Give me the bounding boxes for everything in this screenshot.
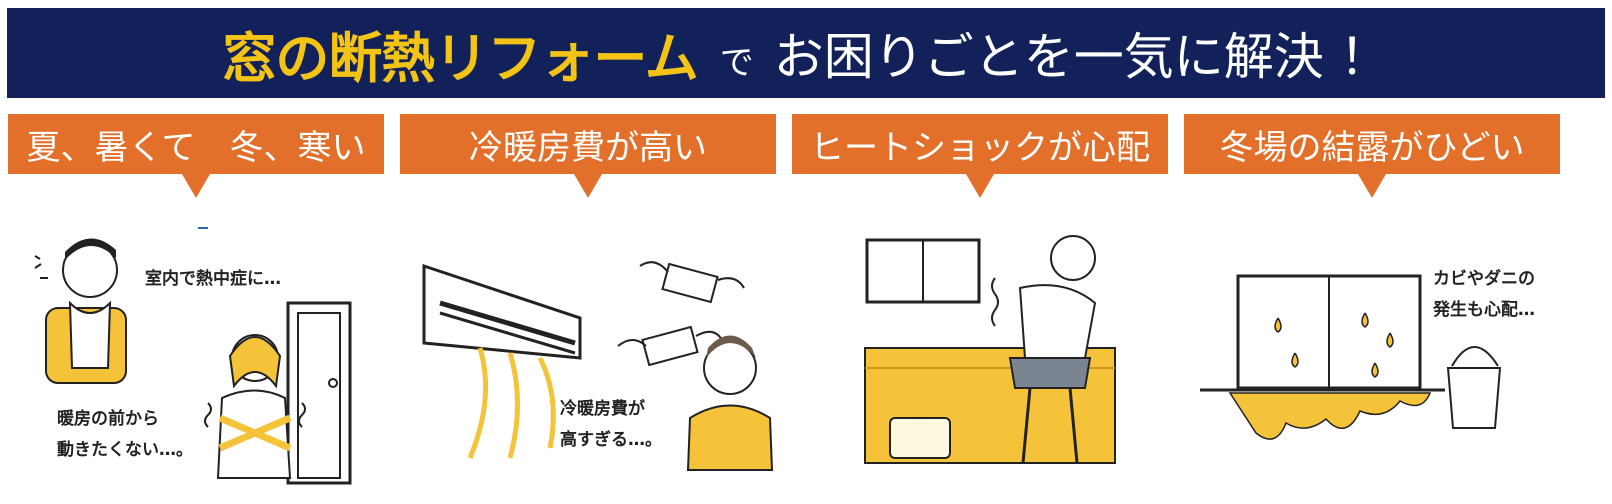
banner-connector: で	[719, 42, 754, 83]
tag-hot-cold: 夏、暑くて 冬、寒い	[8, 114, 384, 198]
panel-heating-cost: 冷暖房費が 高すぎる…。	[400, 208, 780, 498]
panel-condensation: カビやダニの 発生も心配…	[1190, 208, 1570, 498]
air-conditioner-and-flying-money-illustration	[422, 261, 774, 471]
caption-mold-line1: カビやダニの	[1433, 269, 1535, 289]
title-banner: 窓の断熱リフォーム で お困りごとを一気に解決 ！	[7, 8, 1605, 98]
panel-hot-cold: 室内で熱中症に… 暖房の前から 動きたくない…。	[10, 208, 390, 498]
caption-mold-line2: 発生も心配…	[1433, 300, 1535, 320]
caption-cost-line2: 高すぎる…。	[560, 430, 662, 450]
caption-heater-line2: 動きたくない…。	[57, 440, 193, 460]
banner-rest: お困りごとを一気に解決 ！	[773, 28, 1390, 86]
banner-highlight: 窓の断熱リフォーム	[222, 26, 698, 90]
caption-heatstroke: 室内で熱中症に…	[145, 269, 281, 289]
bathroom-shivering-man-illustration	[864, 235, 1116, 464]
tag-heat-shock: ヒートショックが心配	[792, 114, 1168, 198]
tag-heating-cost: 冷暖房費が高い	[400, 114, 776, 198]
sweating-man-and-cold-woman-illustration	[34, 227, 352, 485]
tag-condensation: 冬場の結露がひどい	[1184, 114, 1560, 198]
panel-heat-shock	[795, 208, 1175, 498]
caption-cost-line1: 冷暖房費が	[560, 399, 645, 419]
caption-heater-line1: 暖房の前から	[57, 409, 159, 429]
condensation-window-and-mold-illustration	[1200, 274, 1502, 440]
